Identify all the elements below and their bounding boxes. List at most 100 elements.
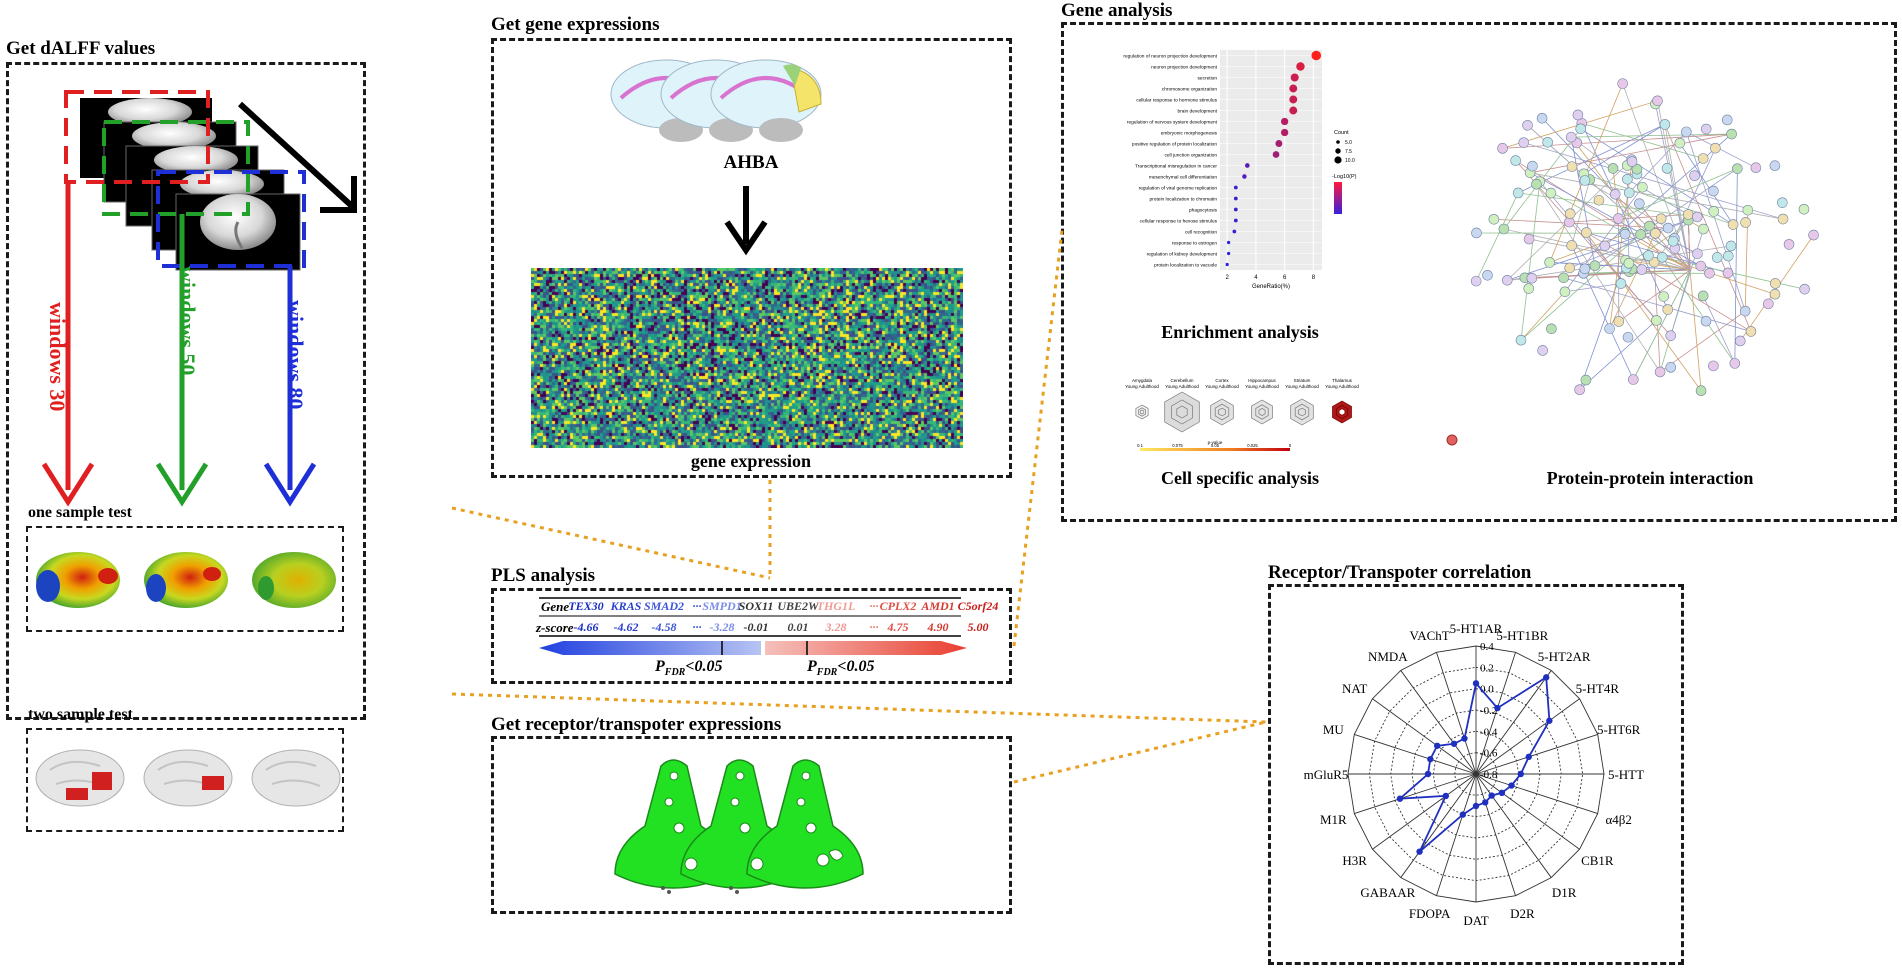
ppi-node [1623, 187, 1635, 199]
ppi-edge [1549, 262, 1691, 271]
ppi-node [1488, 213, 1500, 225]
radar-spoke [1372, 773, 1477, 850]
cell-stage-label: Young Adulthood [1325, 384, 1359, 389]
ppi-node [1604, 323, 1615, 334]
radar-tick-label: -0.6 [1480, 748, 1498, 760]
ppi-edge [1523, 142, 1784, 220]
ppi-edge [1531, 269, 1691, 279]
ppi-node [1497, 143, 1508, 154]
enrichment-dot [1280, 128, 1289, 137]
ppi-node [1698, 223, 1709, 235]
ppi-node [1729, 358, 1741, 369]
enrichment-term-label: protein localization to vacuole [1154, 263, 1217, 269]
cell-hexagon [1258, 407, 1266, 417]
enrichment-dot [1289, 84, 1298, 93]
ppi-node [1798, 203, 1810, 215]
enrichment-dot [1275, 140, 1283, 147]
radar-grid-ring [1390, 688, 1562, 860]
ppi-node [1708, 206, 1720, 217]
one-sample-title: one sample test [28, 504, 132, 521]
pls-gene-cell: SMPD1 [702, 599, 742, 613]
ppi-node [1501, 274, 1513, 286]
enrichment-dot [1244, 163, 1250, 168]
pls-gene-cell: SOX11 [738, 599, 774, 613]
ahba-label: AHBA [723, 152, 779, 173]
ppi-node [1523, 283, 1535, 294]
ppi-node [1470, 275, 1482, 287]
radar-point [1416, 848, 1423, 855]
ppi-node [1635, 229, 1646, 240]
enrichment-xtick: 8 [1312, 275, 1316, 281]
radar-axis-label: GABAAR [1360, 885, 1415, 900]
ppi-node [1721, 114, 1733, 126]
ppi-node [1769, 288, 1781, 300]
radar-tick-label: -0.2 [1480, 705, 1497, 717]
ppi-node [1593, 194, 1605, 206]
ppi-node [1574, 384, 1585, 396]
window-30-box [64, 90, 210, 184]
pls-gene-cell: ··· [692, 599, 702, 613]
receptor-corr-panel [1268, 584, 1684, 965]
ppi-node [1722, 267, 1734, 279]
enrichment-term-label: regulation of kidney development [1147, 252, 1218, 258]
enrichment-dot [1233, 196, 1238, 201]
enrichment-count-label: 7.5 [1345, 149, 1352, 155]
radar-tick-label: 0.2 [1480, 662, 1494, 674]
ppi-node [1615, 278, 1627, 289]
ppi-node [1658, 291, 1670, 302]
ppi-node [1609, 188, 1621, 200]
radar-axis-label: 5-HT2AR [1538, 649, 1591, 664]
window-80-box [156, 170, 306, 268]
ppi-node [1599, 240, 1611, 252]
ppi-node [1700, 315, 1712, 327]
cell-stage-label: Young Adulthood [1165, 384, 1199, 389]
ppi-node [1727, 219, 1739, 230]
connector-receptor-corr [1013, 720, 1267, 784]
ppi-node [1726, 128, 1737, 140]
ppi-edge [1571, 179, 1591, 246]
ppi-network [1446, 78, 1819, 446]
pls-zscore-cell: ··· [692, 620, 702, 634]
enrichment-dot [1233, 207, 1238, 212]
radar-spoke [1475, 773, 1598, 814]
dalff-panel [6, 62, 366, 720]
ppi-node [1631, 163, 1643, 175]
enrichment-color-title: -Log10(P) [1332, 174, 1357, 180]
ppi-node [1512, 187, 1524, 199]
enrichment-term-label: cellular response to hormone stimulus [1136, 98, 1217, 104]
enrichment-xlabel: GeneRatio(%) [1252, 284, 1290, 290]
ppi-node [1711, 252, 1723, 263]
synapse-illustration [614, 759, 864, 894]
pls-neg-threshold: PFDR<0.05 [655, 658, 723, 679]
enrichment-term-label: cell junction organization [1164, 153, 1217, 159]
ppi-edge [1662, 256, 1776, 295]
ppi-node [1522, 119, 1533, 131]
ppi-node [1559, 286, 1571, 298]
radar-point [1442, 792, 1449, 800]
ppi-node [1710, 142, 1721, 154]
ppi-node [1692, 248, 1703, 260]
ppi-caption: Protein-protein interaction [1546, 468, 1754, 488]
radar-spoke [1475, 652, 1516, 775]
ppi-node [1662, 222, 1674, 234]
ppi-node [1783, 239, 1795, 250]
ppi-edge [1604, 133, 1732, 247]
radar-axis-label: MU [1323, 722, 1345, 737]
enrichment-term-label: protein localization to chromatin [1150, 197, 1218, 203]
window-80-arrow [263, 266, 317, 507]
enrichment-count-key [1336, 140, 1340, 144]
enrichment-term-label: cellular response to hexose stimulus [1140, 219, 1218, 225]
enrichment-term-label: regulation of neuron projection developm… [1123, 54, 1217, 60]
ppi-node [1537, 345, 1548, 356]
enrichment-term-label: Transcriptional misregulation in cancer [1135, 164, 1217, 170]
enrichment-count-key [1335, 148, 1341, 154]
radar-axis-label: CB1R [1581, 853, 1614, 868]
pls-zscore-cell: -3.28 [709, 620, 735, 634]
ppi-node [1536, 112, 1548, 124]
enrichment-dot [1242, 174, 1247, 179]
ppi-node [1697, 153, 1709, 164]
radar-point [1461, 735, 1468, 742]
cell-stage-label: Young Adulthood [1205, 384, 1239, 389]
window-30-arrow [41, 182, 95, 507]
enrichment-count-title: Count [1334, 130, 1349, 136]
